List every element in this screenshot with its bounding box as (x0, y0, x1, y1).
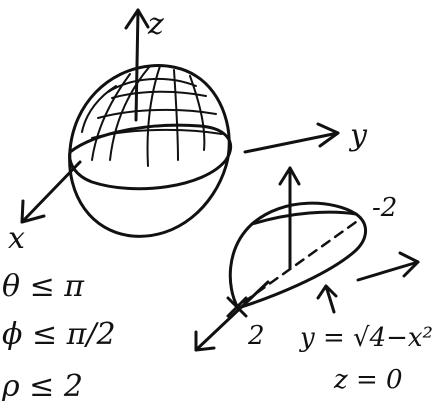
mesh-meridian (109, 65, 151, 161)
inequality-phi: ϕ ≤ π/2 (2, 317, 116, 352)
hemisphere-equator (68, 123, 233, 191)
lower-y-axis-line (356, 260, 420, 282)
mesh-meridian (189, 75, 206, 151)
x-axis-arrowhead (20, 199, 46, 224)
inequality-rho: ρ ≤ 2 (1, 369, 83, 401)
inequality-theta: θ ≤ π (2, 269, 85, 304)
curve-pointer-arrowhead (316, 284, 338, 300)
mesh-meridian (91, 73, 131, 161)
lower-solid-hidden-edge (242, 220, 358, 304)
x-tick-mark (226, 296, 248, 318)
z-axis-label: z (147, 7, 164, 42)
lower-solid-upper-edge (250, 210, 358, 226)
mesh-meridian (173, 69, 179, 161)
mesh-parallel (91, 128, 223, 139)
z-axis-line (134, 8, 140, 122)
curve-pointer-line (324, 284, 336, 314)
lower-solid (226, 201, 367, 318)
y-axis-line (243, 131, 340, 154)
curve-equation: y = √4−x² (299, 323, 433, 353)
lower-x-axis-arrowhead (194, 330, 216, 352)
hemisphere-outline (68, 64, 231, 238)
z-axis-arrowhead (124, 8, 150, 30)
lower-y-tick-label: -2 (372, 193, 397, 223)
lower-z-axis-arrowhead (278, 166, 301, 186)
lower-x-tick-label: 2 (247, 321, 265, 351)
mesh-parallel (111, 90, 207, 99)
y-axis-label: y (348, 118, 368, 153)
mesh-parallel (97, 108, 217, 119)
sketch-stroke (81, 85, 117, 133)
sketch-stroke (107, 77, 197, 93)
x-axis-label: x (8, 221, 25, 256)
mesh-meridian (146, 65, 161, 167)
lower-y-axis-arrowhead (398, 251, 420, 278)
upper-hemisphere (68, 64, 233, 238)
lower-solid-outline (228, 201, 367, 310)
y-axis-arrowhead (316, 122, 340, 148)
plane-equation: z = 0 (333, 365, 403, 395)
